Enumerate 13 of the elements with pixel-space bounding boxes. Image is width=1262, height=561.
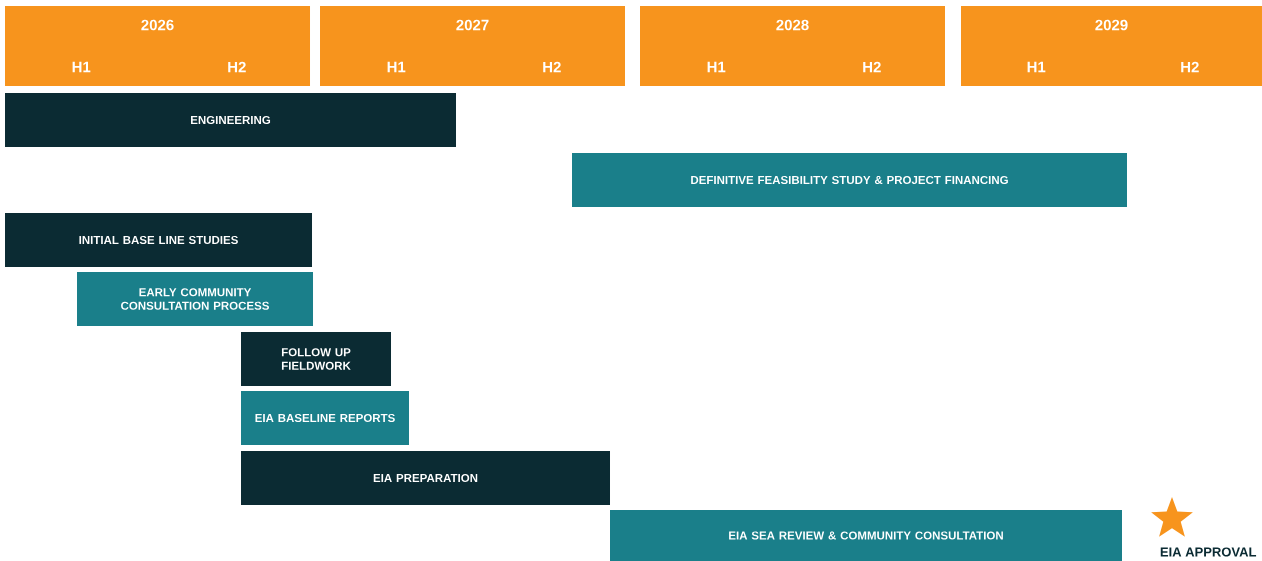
year-header: 2029 H1 H2 [961,6,1262,86]
task-bar: EIA PREPARATION [241,451,610,505]
task-bar: DEFINITIVE FEASIBILITY STUDY & PROJECT FINANCING [572,153,1127,207]
milestone-label: EIA APPROVAL [1160,547,1257,557]
year-header: 2027 H1 H2 [320,6,625,86]
task-bar: ENGINEERING [5,93,456,147]
task-bar: INITIAL BASE LINE STUDIES [5,213,312,267]
task-bar: EIA SEA REVIEW & COMMUNITY CONSULTATION [610,510,1122,561]
year-header: 2028 H1 H2 [640,6,945,86]
task-bar: EARLY COMMUNITY CONSULTATION PROCESS [77,272,313,326]
task-bar: FOLLOW UP FIELDWORK [241,332,391,386]
task-bar: EIA BASELINE REPORTS [241,391,409,445]
year-header: 2026 H1 H2 [5,6,310,86]
